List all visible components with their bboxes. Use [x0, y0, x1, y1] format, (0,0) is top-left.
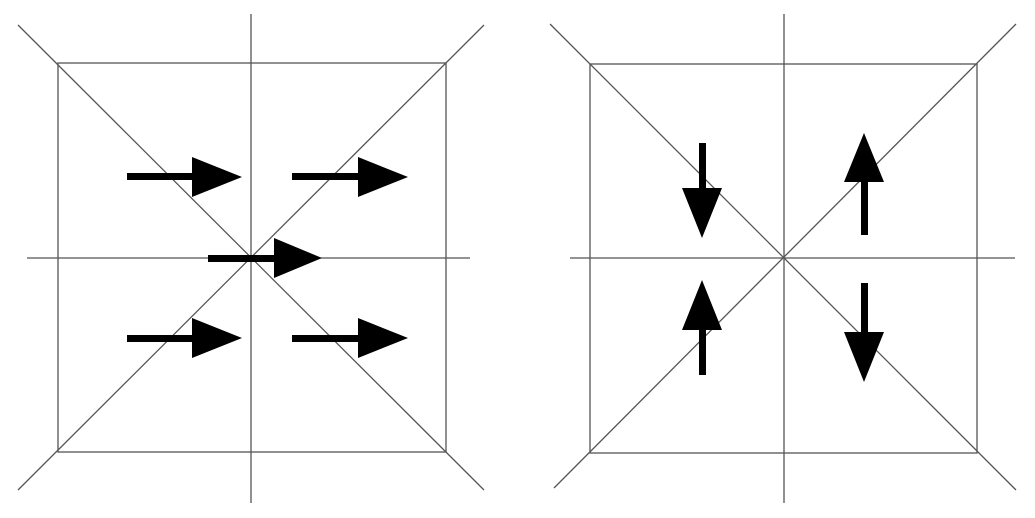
right-grid — [549, 14, 1017, 503]
right-arrows — [682, 133, 884, 382]
arrow-bottom-left — [127, 318, 242, 358]
arrow-lower-right — [844, 283, 884, 382]
right-diagonal-ascending — [553, 23, 1017, 489]
right-panel-svg — [549, 14, 1017, 503]
left-panel — [0, 0, 517, 518]
right-diagonal-descending — [549, 23, 1017, 491]
arrow-center — [208, 238, 322, 278]
arrow-bottom-right — [292, 318, 408, 358]
left-arrows — [127, 157, 408, 358]
arrow-top-left — [127, 157, 242, 197]
arrow-upper-left — [682, 143, 722, 238]
arrow-upper-right — [844, 133, 884, 235]
left-panel-svg — [17, 14, 485, 503]
right-panel — [517, 0, 1035, 518]
arrow-lower-left — [682, 280, 722, 375]
arrow-top-right — [292, 157, 408, 197]
